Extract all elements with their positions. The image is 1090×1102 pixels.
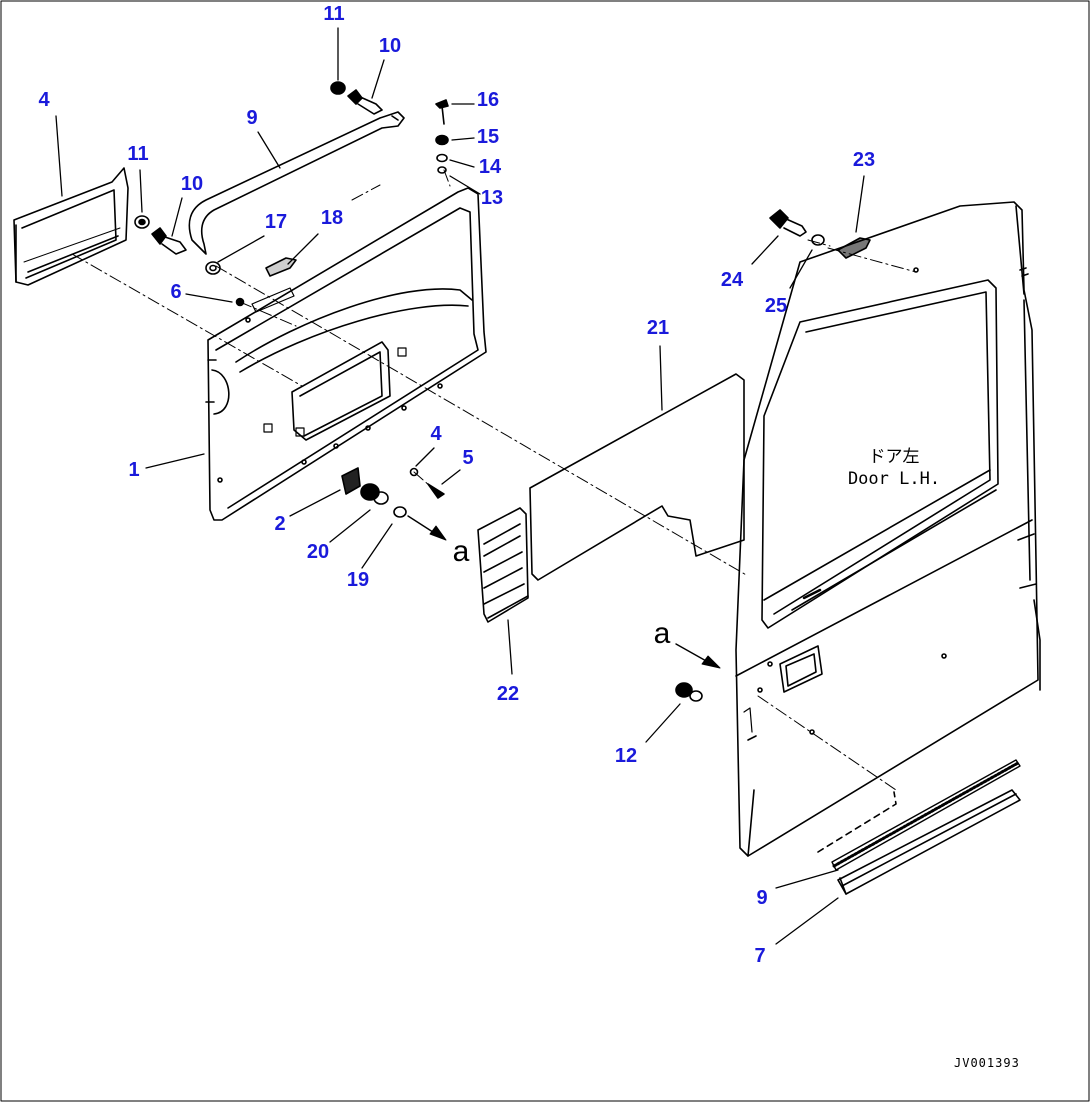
callout-2: 2	[274, 513, 286, 535]
door-label: ドア左 Door L.H.	[848, 446, 940, 490]
reference-letter-a-right: a	[653, 617, 671, 650]
part-8-handle	[188, 111, 405, 255]
callout-18: 18	[320, 207, 344, 229]
callout-14: 14	[478, 156, 502, 178]
callout-25: 25	[764, 295, 788, 317]
part-9-7-bottom-strips	[831, 759, 1021, 895]
part-21-sheet	[529, 373, 745, 581]
callout-24: 24	[720, 269, 744, 291]
callout-16: 16	[476, 89, 500, 111]
door-label-jp: ドア左	[868, 447, 920, 467]
callout-22: 22	[496, 683, 520, 705]
callout-9: 9	[756, 887, 768, 909]
callout-23: 23	[852, 149, 876, 171]
reference-arrows	[407, 515, 721, 669]
callout-21: 21	[646, 317, 670, 339]
assembly-lines	[71, 169, 917, 791]
callout-4: 4	[430, 423, 442, 445]
leader-lines	[55, 27, 865, 945]
hardware-parts	[134, 81, 871, 702]
callout-11-left: 11	[127, 143, 149, 165]
callout-3: 4	[38, 89, 50, 111]
callout-5: 5	[462, 447, 474, 469]
callout-13: 13	[480, 187, 504, 209]
callout-20: 20	[306, 541, 330, 563]
drawing-code: JV001393	[954, 1056, 1020, 1070]
callout-1: 1	[128, 459, 140, 481]
callout-6: 6	[170, 281, 182, 303]
callout-7: 7	[754, 945, 766, 967]
callout-17: 17	[264, 211, 288, 233]
door-lh	[735, 201, 1041, 857]
callout-10-top: 10	[378, 35, 402, 57]
part-1-trim-panel	[205, 187, 487, 521]
part-3-pocket	[13, 167, 129, 286]
part-22-vent-cover	[477, 507, 529, 623]
door-label-en: Door L.H.	[847, 469, 941, 489]
callout-10-left: 10	[180, 173, 204, 195]
callout-19: 19	[346, 569, 370, 591]
callout-12: 12	[614, 745, 638, 767]
callout-11-top: 11	[323, 3, 345, 25]
callout-8: 9	[246, 107, 258, 129]
reference-letter-a-left: a	[452, 535, 470, 568]
callout-15: 15	[476, 126, 500, 148]
